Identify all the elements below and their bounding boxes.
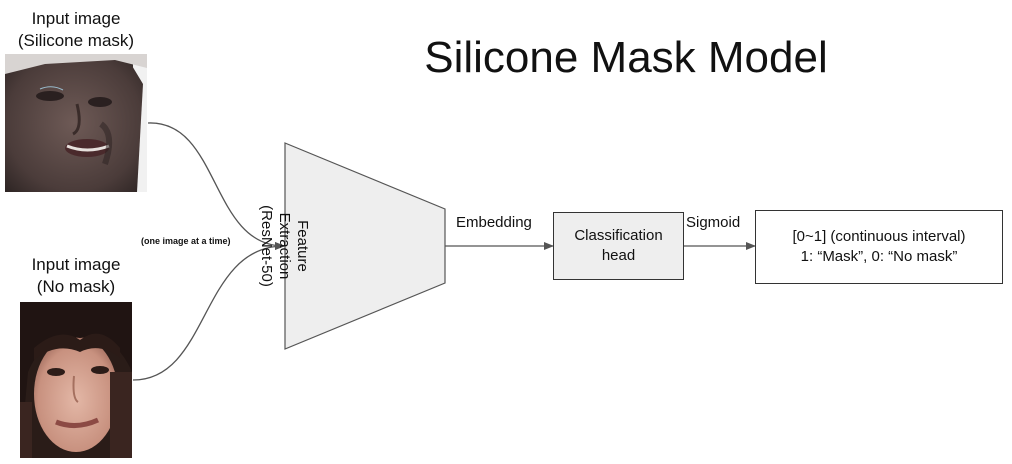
no-mask-face-image xyxy=(20,302,132,458)
input-nomask-label-line2: (No mask) xyxy=(36,277,116,296)
feature-label-line2: Extraction xyxy=(276,212,293,280)
input-mask-label: Input image (Silicone mask) xyxy=(0,8,152,52)
embedding-label: Embedding xyxy=(456,214,532,231)
connector-nomask-to-feature xyxy=(132,242,285,381)
feature-label-line3: (ResNet-50) xyxy=(258,205,275,287)
input-nomask-label-line1: Input image xyxy=(31,255,121,274)
output-block: [0~1] (continuous interval) 1: “Mask”, 0… xyxy=(755,210,1003,284)
classification-label-line1: Classification xyxy=(574,227,663,244)
connector-mask-to-feature xyxy=(147,122,285,250)
output-label-line1: [0~1] (continuous interval) xyxy=(792,228,966,245)
input-nomask-label: Input image (No mask) xyxy=(0,254,152,298)
one-image-note: (one image at a time) xyxy=(141,236,231,246)
diagram-title: Silicone Mask Model xyxy=(424,33,828,82)
input-mask-label-line2: (Silicone mask) xyxy=(17,31,135,50)
classification-head-block: Classification head xyxy=(553,212,684,280)
silicone-mask-face-image xyxy=(5,54,147,192)
classification-label-line2: head xyxy=(601,247,636,264)
feature-extraction-block xyxy=(284,142,446,350)
sigmoid-label: Sigmoid xyxy=(686,214,741,231)
input-mask-label-line1: Input image xyxy=(31,9,121,28)
feature-label-line1: Feature xyxy=(294,220,311,272)
output-label-line2: 1: “Mask”, 0: “No mask” xyxy=(800,248,958,265)
